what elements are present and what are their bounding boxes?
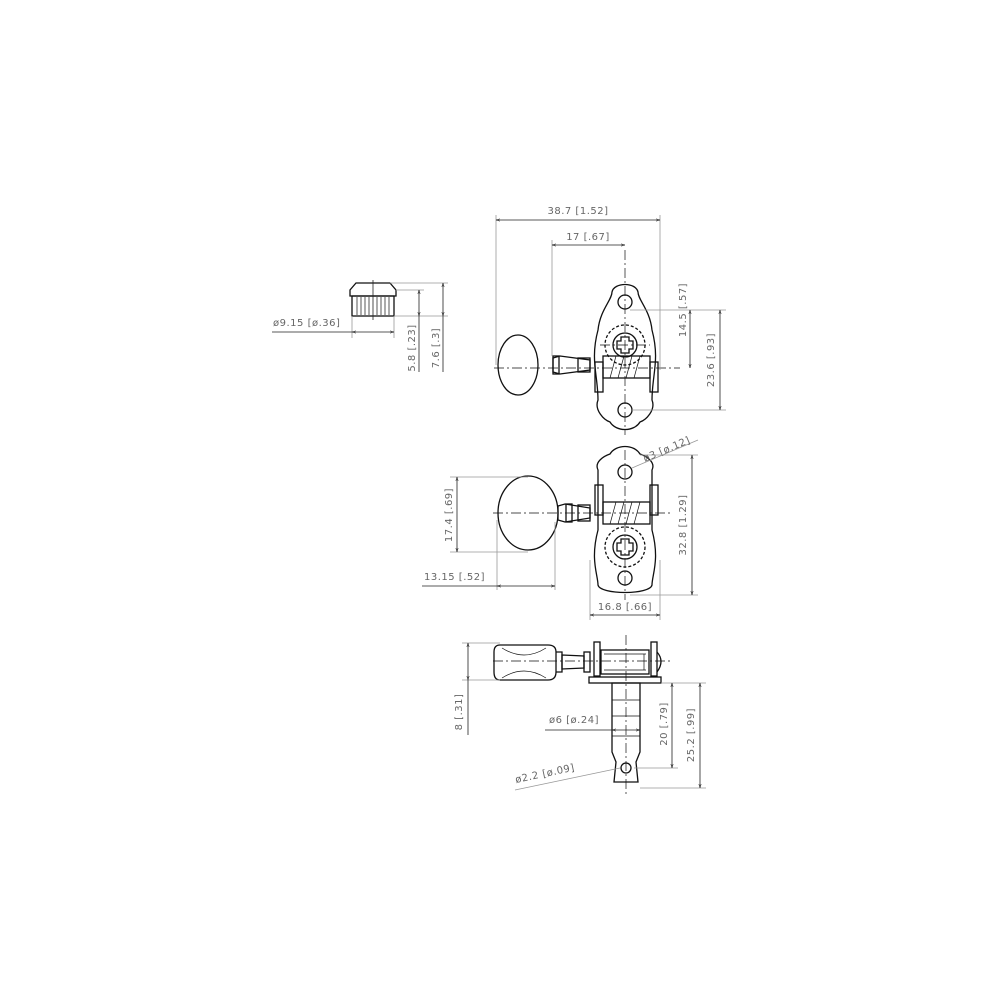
dim-knob-length: 13.15 [.52] <box>424 572 485 583</box>
dim-knob-height: 17.4 [.69] <box>444 488 455 542</box>
dim-bushing-diameter: ø9.15 [ø.36] <box>273 318 340 329</box>
dim-string-hole-diameter: ø2.2 [ø.09] <box>514 763 575 786</box>
dim-plate-height: 32.8 [1.29] <box>678 494 689 555</box>
dim-screw-hole-diameter: ø3 [ø.12] <box>642 435 692 465</box>
dim-bushing-body-height: 5.8 [.23] <box>407 324 418 371</box>
dim-hole-to-hole: 23.6 [.93] <box>706 333 717 387</box>
dim-post-length: 25.2 [.99] <box>686 708 697 762</box>
bushing-view: ø9.15 [ø.36] 5.8 [.23] 7.6 [.3] <box>272 280 448 372</box>
dim-hole-to-post: 14.5 [.57] <box>678 283 689 337</box>
dim-knob-thickness: 8 [.31] <box>454 694 465 731</box>
dim-string-hole-height: 20 [.79] <box>659 702 670 746</box>
dim-post-offset: 17 [.67] <box>566 232 610 243</box>
dim-post-diameter: ø6 [ø.24] <box>549 715 599 726</box>
dim-bushing-total-height: 7.6 [.3] <box>431 328 442 368</box>
dim-plate-width: 16.8 [.66] <box>598 602 652 613</box>
tuner-back-view: ø3 [ø.12] 17.4 [.69] 13.15 [.52] 32.8 [1… <box>422 435 699 620</box>
tuner-side-view: 8 [.31] ø6 [ø.24] 20 [.79] 25.2 [.99] ø2… <box>454 635 706 795</box>
tuner-front-view: 38.7 [1.52] 17 [.67] 14.5 [.57] 23.6 [.9… <box>494 206 726 435</box>
dim-overall-length: 38.7 [1.52] <box>547 206 608 217</box>
